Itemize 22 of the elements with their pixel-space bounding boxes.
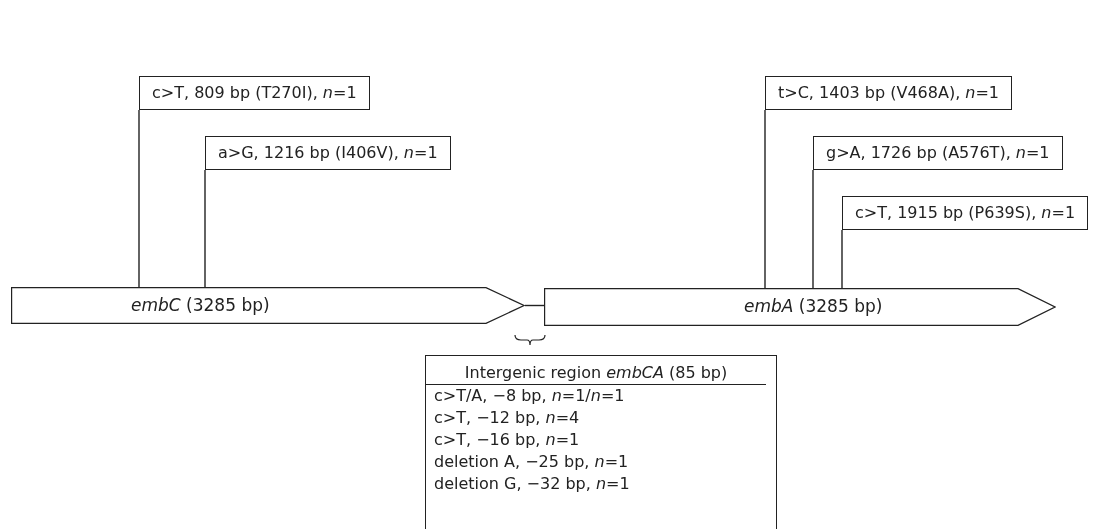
gene-label: embC (3285 bp) [131, 294, 270, 315]
leader-line [204, 169, 206, 288]
callout-label: g>A, 1726 bp (A576T), n=1 [813, 136, 1063, 170]
table-box [425, 355, 777, 529]
gene-label: embA (3285 bp) [744, 296, 883, 316]
leader-line [138, 109, 140, 288]
table-heading: Intergenic region embCA (85 bp) [426, 362, 766, 385]
gene-arrow [11, 287, 525, 324]
leader-line [764, 109, 766, 289]
leader-line [841, 229, 843, 289]
table-row-text: c>T, −16 bp, n=1 [433, 429, 581, 451]
callout-label: c>T, 809 bp (T270I), n=1 [139, 76, 370, 110]
table-row-text: c>T, −12 bp, n=4 [433, 407, 581, 429]
callout-label: t>C, 1403 bp (V468A), n=1 [765, 76, 1013, 110]
table-row-text: deletion G, −32 bp, n=1 [433, 473, 631, 495]
table-row-text: c>T/A, −8 bp, n=1/n=1 [433, 385, 626, 407]
table-row-text: deletion A, −25 bp, n=1 [433, 451, 630, 473]
connector-line [524, 304, 545, 307]
callout-label: a>G, 1216 bp (I406V), n=1 [205, 136, 451, 170]
callout-label: c>T, 1915 bp (P639S), n=1 [842, 196, 1089, 230]
gene-arrow [544, 288, 1056, 326]
leader-line [812, 169, 814, 289]
